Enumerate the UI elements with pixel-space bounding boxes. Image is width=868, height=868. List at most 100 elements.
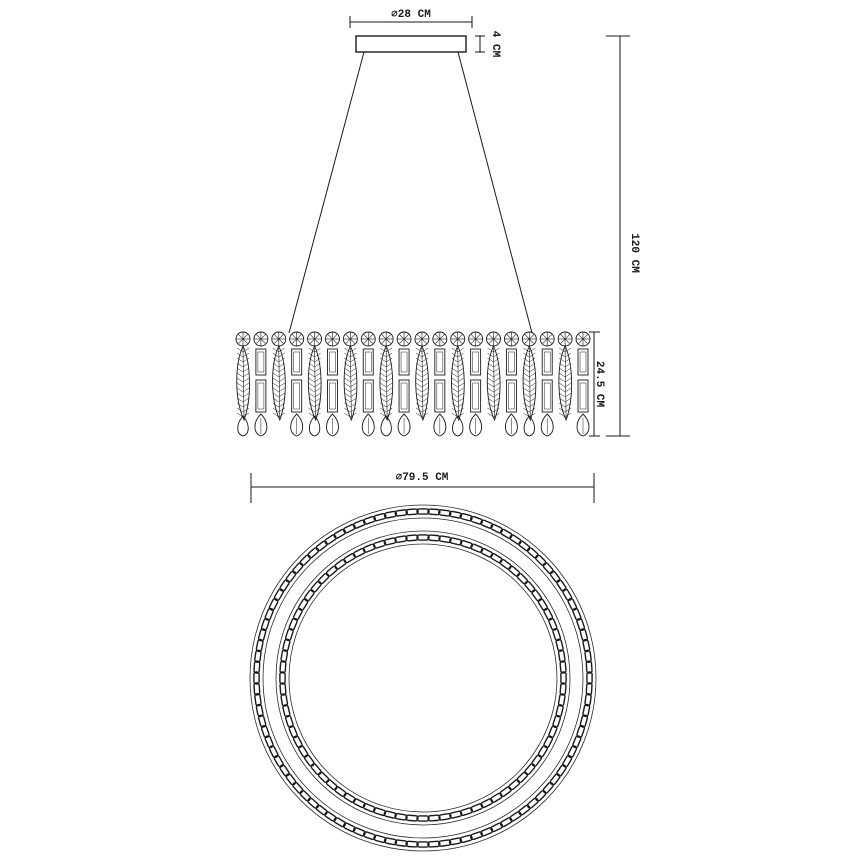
teardrop-crystal <box>523 415 536 437</box>
ring-link <box>508 565 521 577</box>
ring-link <box>469 515 484 525</box>
teardrop-crystal <box>361 413 375 437</box>
ring-link <box>254 693 262 707</box>
ring-link <box>584 649 592 663</box>
suspension-cable-left <box>288 51 365 334</box>
ring-link <box>292 735 303 749</box>
ring-link <box>449 537 463 546</box>
ring-link <box>324 534 337 545</box>
ring-link <box>438 839 452 847</box>
ring-link <box>362 831 377 841</box>
ring-link <box>490 523 504 534</box>
ring-link <box>518 804 531 816</box>
ring-link <box>585 660 593 674</box>
ring-link <box>543 735 554 749</box>
ring-link <box>531 754 543 767</box>
ring-link <box>480 547 494 558</box>
ring-link <box>279 671 286 685</box>
ceiling-canopy <box>355 35 467 53</box>
ring-link <box>298 598 309 611</box>
ring-link <box>284 714 294 729</box>
ring-link <box>562 754 573 768</box>
ring-link <box>548 617 558 631</box>
teardrop-crystal <box>308 415 321 437</box>
ring-link <box>427 840 441 848</box>
ring-link <box>255 638 264 653</box>
ring-link <box>383 810 397 819</box>
ring-link <box>534 789 547 802</box>
ring-link <box>499 528 513 539</box>
crystal-medallion <box>486 331 501 347</box>
crystal-medallion <box>575 331 591 347</box>
crystal-medallion <box>521 331 537 347</box>
crystal-medallion <box>325 331 340 347</box>
ring-link <box>394 839 408 847</box>
teardrop-crystal <box>540 413 554 437</box>
ring-link <box>292 562 304 575</box>
ring-link <box>303 589 315 602</box>
ring-link <box>427 814 441 822</box>
ring-link <box>582 638 591 653</box>
teardrop-crystal <box>576 413 590 437</box>
ring-link <box>292 607 303 621</box>
ring-link <box>438 812 452 821</box>
ring-link <box>284 627 294 642</box>
ring-link <box>480 798 494 809</box>
ring-diameter-dimension: ⌀79.5 CM <box>250 472 595 503</box>
feather-crystal <box>522 344 537 422</box>
ring-link <box>537 598 548 611</box>
ring-link <box>383 537 397 546</box>
prism-crystal-stack <box>362 348 374 413</box>
ring-diameter-label: ⌀79.5 CM <box>396 472 449 484</box>
ring-link <box>288 725 298 739</box>
ring-link <box>325 779 338 791</box>
ring-link <box>576 617 586 632</box>
crystal-height-dimension: 24.5 CM <box>589 331 605 437</box>
teardrop-crystal <box>380 415 392 437</box>
ring-link <box>555 704 564 718</box>
ring-link <box>524 580 536 593</box>
inner-ring-outer-edge <box>275 530 571 826</box>
ring-link <box>427 508 441 516</box>
canopy-diameter-dimension: ⌀28 CM <box>349 9 473 28</box>
ring-link <box>552 714 562 729</box>
suspension-cable-right <box>457 51 533 334</box>
ring-link <box>572 607 582 621</box>
ring-link <box>549 570 561 583</box>
ring-link <box>282 704 291 718</box>
ring-link <box>342 523 356 534</box>
crystal-side-view <box>235 331 591 437</box>
ring-link <box>405 508 419 516</box>
crystal-medallion <box>414 331 430 347</box>
ring-link <box>448 837 463 846</box>
ring-link <box>509 534 522 545</box>
canopy-height-dimension: 4 CM <box>475 31 501 58</box>
ring-link <box>549 773 561 786</box>
ring-link <box>279 682 287 696</box>
ring-link <box>438 535 452 544</box>
ring-link <box>324 811 337 822</box>
ring-link <box>526 797 539 809</box>
ring-link <box>315 540 328 552</box>
crystal-medallion <box>253 331 269 347</box>
ring-link <box>516 771 529 784</box>
ring-link <box>352 547 366 558</box>
teardrop-crystal <box>433 413 447 437</box>
ring-link <box>253 660 261 674</box>
crystal-medallion <box>503 331 519 347</box>
ring-link <box>280 693 289 707</box>
ring-link <box>470 803 484 813</box>
ring-link <box>449 810 463 819</box>
prism-crystal-stack <box>434 348 446 413</box>
crystal-medallion <box>360 331 376 347</box>
ring-link <box>526 547 539 559</box>
ring-link <box>334 786 347 798</box>
ring-link <box>298 745 309 758</box>
feather-crystal <box>486 344 501 422</box>
ring-link <box>264 735 274 749</box>
ring-link <box>480 827 494 837</box>
ring-link <box>490 792 503 803</box>
teardrop-crystal <box>326 413 339 437</box>
ring-link <box>405 840 419 848</box>
ring-link <box>362 515 377 525</box>
